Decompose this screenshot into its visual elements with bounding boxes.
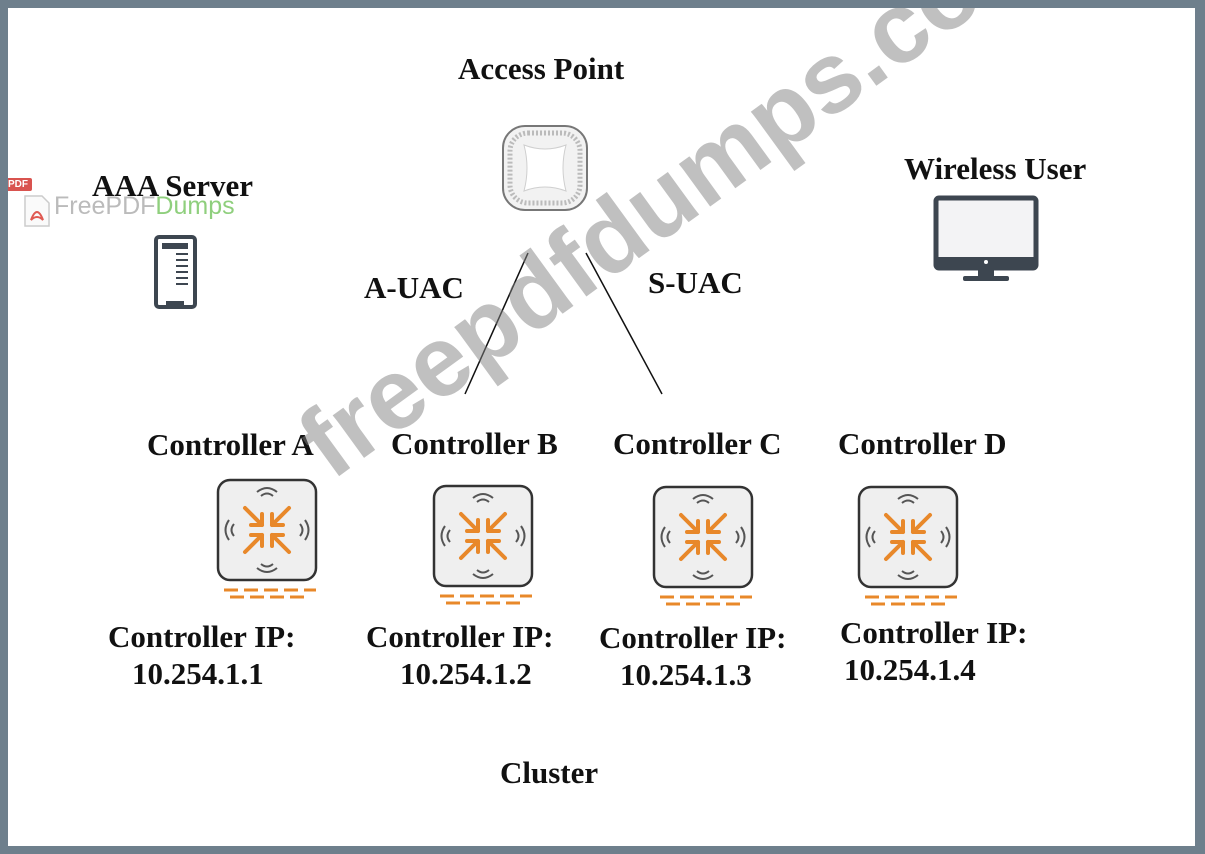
controller-a-ip-address: 10.254.1.1 bbox=[132, 656, 264, 692]
diagram-canvas: Access Point AAA Server Wireless User bbox=[8, 8, 1195, 846]
controller-b-ip-label: Controller IP: bbox=[366, 619, 554, 654]
watermark-logo-text: FreePDFDumps bbox=[54, 192, 235, 221]
controller-d-ip: Controller IP: 10.254.1.4 bbox=[840, 614, 1027, 688]
wireless-user-label: Wireless User bbox=[904, 151, 1087, 186]
pdf-badge: PDF bbox=[8, 178, 32, 191]
controller-d-ip-label: Controller IP: bbox=[840, 615, 1028, 650]
controller-a-label: Controller A bbox=[147, 427, 314, 462]
aaa-server-label: AAA Server bbox=[92, 168, 253, 203]
access-point-icon bbox=[500, 123, 590, 213]
watermark-logo-free: FreePDF bbox=[54, 192, 156, 220]
access-point-label: Access Point bbox=[458, 51, 625, 86]
monitor-icon bbox=[933, 195, 1039, 285]
a-uac-link bbox=[464, 252, 529, 395]
pdf-document-icon bbox=[24, 195, 50, 227]
controller-b-icon bbox=[428, 480, 538, 605]
controller-a-ip: Controller IP: 10.254.1.1 bbox=[108, 618, 295, 692]
controller-c-ip-address: 10.254.1.3 bbox=[620, 657, 752, 693]
controller-d-ip-address: 10.254.1.4 bbox=[844, 652, 976, 688]
connection-lines bbox=[464, 252, 663, 395]
cluster-label: Cluster bbox=[500, 755, 599, 790]
controller-d-label: Controller D bbox=[838, 426, 1007, 461]
controller-c-ip: Controller IP: 10.254.1.3 bbox=[599, 619, 786, 693]
server-icon bbox=[154, 235, 199, 311]
watermark-logo-dumps: Dumps bbox=[155, 192, 235, 220]
controller-d-icon bbox=[853, 481, 963, 606]
controller-a-ip-label: Controller IP: bbox=[108, 619, 296, 654]
controller-c-label: Controller C bbox=[613, 426, 782, 461]
s-uac-label: S-UAC bbox=[648, 265, 743, 300]
controller-c-icon bbox=[648, 481, 758, 606]
s-uac-link bbox=[585, 252, 663, 395]
controller-b-label: Controller B bbox=[391, 426, 558, 461]
a-uac-label: A-UAC bbox=[364, 270, 464, 305]
controller-c-ip-label: Controller IP: bbox=[599, 620, 787, 655]
controller-a-icon bbox=[212, 474, 322, 599]
controller-b-ip-address: 10.254.1.2 bbox=[400, 656, 532, 692]
controller-b-ip: Controller IP: 10.254.1.2 bbox=[366, 618, 553, 692]
